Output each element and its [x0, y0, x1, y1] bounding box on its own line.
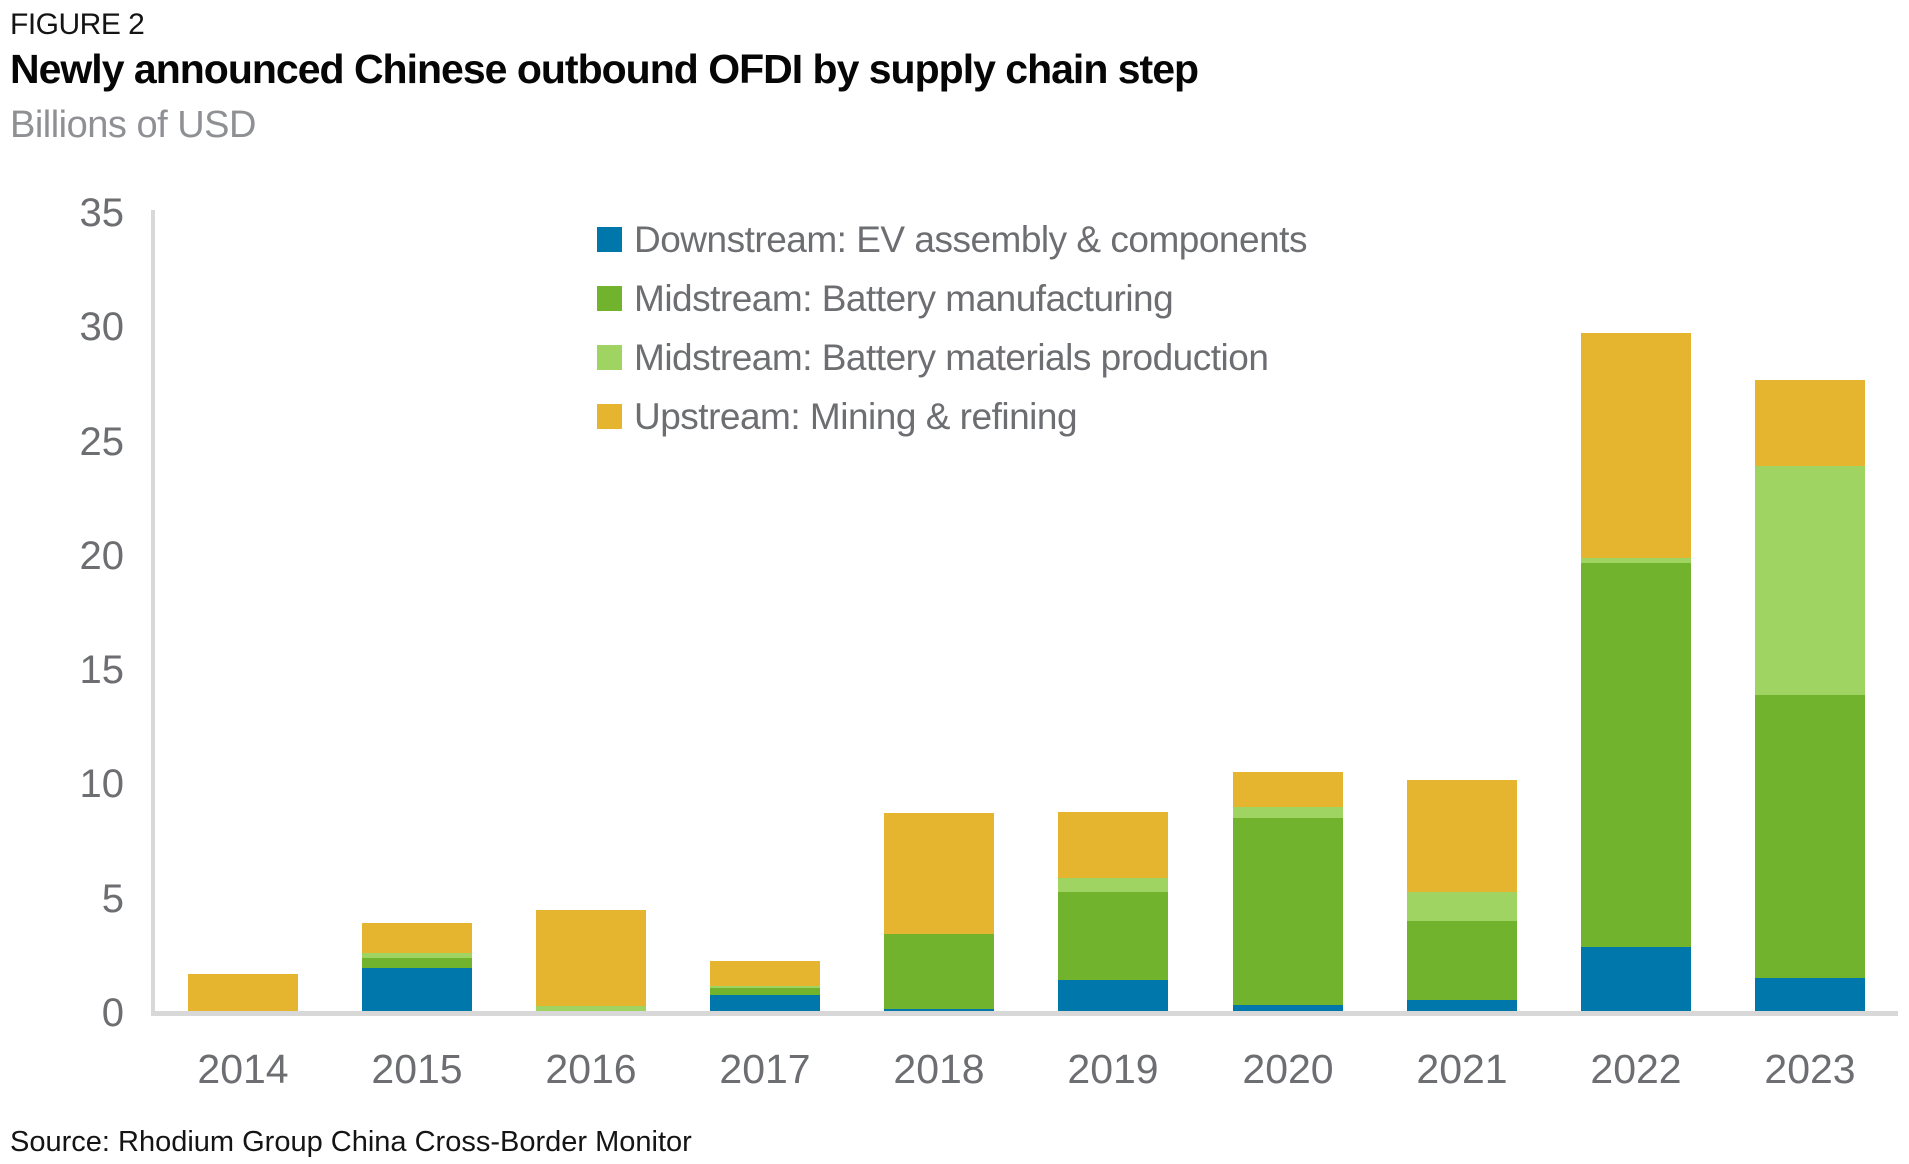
- bar-segment-upstream: [536, 910, 646, 1006]
- figure-title: Newly announced Chinese outbound OFDI by…: [10, 46, 1199, 92]
- bars: [153, 211, 1899, 1011]
- bar-segment-downstream: [362, 968, 472, 1011]
- bar-segment-upstream: [1233, 772, 1343, 807]
- bar-segment-midstream_materials: [1058, 878, 1168, 892]
- bar-segment-upstream: [1058, 812, 1168, 878]
- bar-segment-midstream_materials: [1407, 892, 1517, 921]
- bar-segment-upstream: [1755, 380, 1865, 466]
- y-tick-label: 0: [101, 991, 124, 1035]
- bar-2019: [1058, 812, 1168, 1011]
- bar-segment-midstream_materials: [362, 953, 472, 958]
- y-tick-label: 30: [79, 305, 125, 349]
- bar-segment-downstream: [1755, 978, 1865, 1011]
- y-axis-line: [151, 210, 155, 1016]
- bar-segment-upstream: [362, 923, 472, 953]
- bar-segment-upstream: [1581, 333, 1691, 558]
- bar-2016: [536, 910, 646, 1011]
- bar-segment-midstream_battery: [1407, 921, 1517, 1000]
- y-tick-label: 15: [79, 648, 125, 692]
- legend-label: Midstream: Battery materials production: [634, 336, 1269, 378]
- legend-item: Downstream: EV assembly & components: [597, 210, 1307, 269]
- x-axis-label-2023: 2023: [1764, 1046, 1856, 1092]
- source-line: Source: Rhodium Group China Cross-Border…: [10, 1126, 692, 1158]
- x-axis-label-2018: 2018: [893, 1046, 985, 1092]
- bar-2020: [1233, 772, 1343, 1011]
- figure-label: FIGURE 2: [10, 8, 145, 41]
- bar-segment-upstream: [1407, 780, 1517, 892]
- bar-segment-midstream_battery: [362, 958, 472, 968]
- x-axis-line: [151, 1011, 1898, 1016]
- legend-swatch-upstream: [597, 404, 622, 429]
- bar-segment-downstream: [1058, 980, 1168, 1011]
- legend-label: Upstream: Mining & refining: [634, 395, 1078, 437]
- bar-segment-midstream_materials: [1233, 807, 1343, 818]
- bar-segment-upstream: [884, 813, 994, 934]
- legend-swatch-downstream: [597, 227, 622, 252]
- legend-label: Downstream: EV assembly & components: [634, 218, 1307, 260]
- bar-segment-downstream: [710, 995, 820, 1011]
- bar-segment-midstream_battery: [710, 988, 820, 995]
- bar-segment-midstream_battery: [1058, 892, 1168, 980]
- bar-segment-upstream: [710, 961, 820, 986]
- bar-segment-midstream_battery: [1755, 695, 1865, 978]
- bar-segment-midstream_materials: [1581, 558, 1691, 563]
- bar-segment-midstream_battery: [1581, 563, 1691, 947]
- legend-swatch-midstream_battery: [597, 286, 622, 311]
- bar-2017: [710, 961, 820, 1011]
- legend-swatch-midstream_materials: [597, 345, 622, 370]
- legend-item: Midstream: Battery materials production: [597, 328, 1307, 387]
- bar-segment-midstream_materials: [710, 986, 820, 988]
- bar-2023: [1755, 380, 1865, 1011]
- y-tick-label: 10: [79, 762, 125, 806]
- bar-2015: [362, 923, 472, 1011]
- x-axis-label-2017: 2017: [719, 1046, 811, 1092]
- bar-2018: [884, 813, 994, 1011]
- bar-segment-downstream: [1233, 1005, 1343, 1011]
- bar-segment-downstream: [1581, 947, 1691, 1011]
- bar-2021: [1407, 780, 1517, 1011]
- bar-segment-midstream_battery: [1233, 818, 1343, 1005]
- figure-subtitle: Billions of USD: [10, 104, 256, 146]
- legend-item: Midstream: Battery manufacturing: [597, 269, 1307, 328]
- bar-segment-midstream_battery: [884, 934, 994, 1009]
- bar-2022: [1581, 333, 1691, 1011]
- bar-segment-upstream: [188, 974, 298, 1011]
- x-axis-label-2020: 2020: [1242, 1046, 1334, 1092]
- bar-segment-midstream_materials: [536, 1006, 646, 1011]
- y-tick-label: 20: [79, 534, 125, 578]
- y-tick-label: 35: [79, 191, 125, 235]
- x-axis-label-2014: 2014: [197, 1046, 289, 1092]
- x-axis-label-2022: 2022: [1590, 1046, 1682, 1092]
- x-axis-label-2019: 2019: [1067, 1046, 1159, 1092]
- y-tick-label: 25: [79, 420, 125, 464]
- y-tick-label: 5: [101, 877, 124, 921]
- x-axis-label-2015: 2015: [371, 1046, 463, 1092]
- bar-segment-downstream: [884, 1009, 994, 1011]
- legend-label: Midstream: Battery manufacturing: [634, 277, 1174, 319]
- x-axis-label-2021: 2021: [1416, 1046, 1508, 1092]
- bar-segment-downstream: [1407, 1000, 1517, 1011]
- x-axis-label-2016: 2016: [545, 1046, 637, 1092]
- legend-item: Upstream: Mining & refining: [597, 387, 1307, 446]
- bar-segment-midstream_materials: [1755, 466, 1865, 695]
- bar-2014: [188, 974, 298, 1011]
